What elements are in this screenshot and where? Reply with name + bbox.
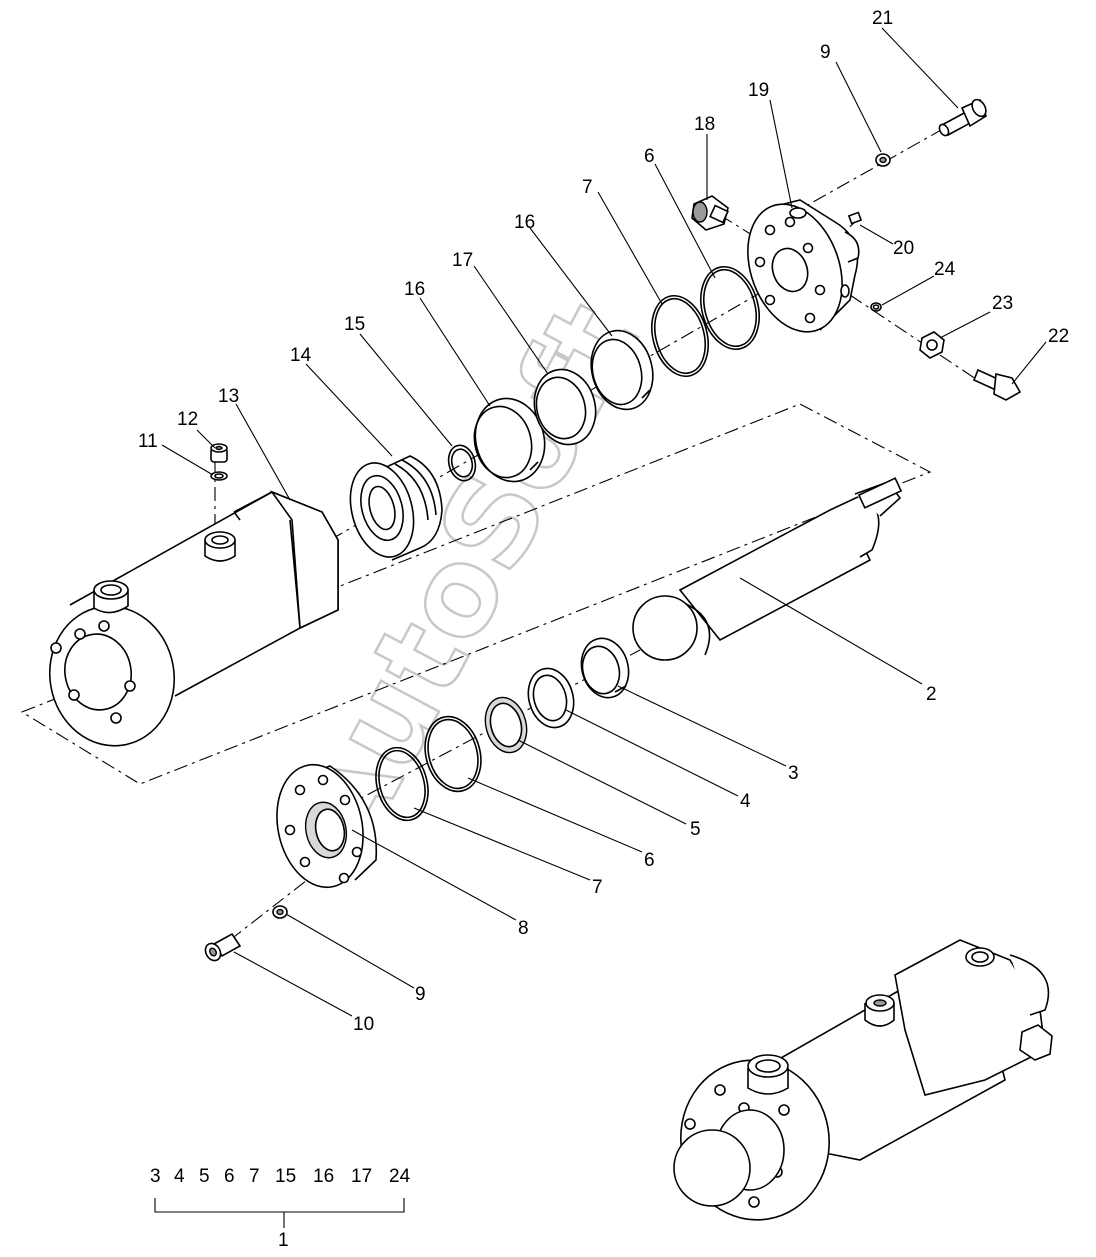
callout-6-upper: 6 bbox=[644, 146, 655, 167]
callout-3: 3 bbox=[788, 763, 799, 784]
cap-screw-10 bbox=[204, 932, 242, 962]
callout-21: 21 bbox=[872, 8, 893, 29]
callout-4: 4 bbox=[740, 791, 751, 812]
breather-plug bbox=[210, 443, 228, 463]
callout-10: 10 bbox=[353, 1014, 374, 1035]
callout-19: 19 bbox=[748, 80, 769, 101]
callout-11: 11 bbox=[138, 431, 158, 452]
kit-item-number: 17 bbox=[351, 1166, 372, 1187]
callout-8: 8 bbox=[518, 918, 529, 939]
callout-14: 14 bbox=[290, 345, 312, 366]
guide-ring-3 bbox=[580, 637, 630, 699]
kit-item-number: 5 bbox=[199, 1166, 210, 1187]
o-ring-7-upper bbox=[651, 294, 709, 378]
rear-cap bbox=[747, 199, 860, 333]
kit-item-number: 15 bbox=[275, 1166, 296, 1187]
backup-ring-6-upper bbox=[700, 265, 760, 351]
callout-5: 5 bbox=[690, 819, 701, 840]
cap-screw-21 bbox=[938, 98, 987, 137]
valve-fitting bbox=[691, 195, 729, 231]
kit-item-number: 16 bbox=[313, 1166, 334, 1187]
callout-9-lower: 9 bbox=[415, 984, 426, 1005]
callout-18: 18 bbox=[694, 114, 715, 135]
kit-item-number: 3 bbox=[150, 1166, 161, 1187]
o-ring-7-lower bbox=[375, 746, 429, 822]
leader-lines bbox=[161, 27, 1047, 1017]
callout-20: 20 bbox=[893, 238, 914, 259]
o-ring-15 bbox=[447, 444, 477, 482]
kit-item-number: 4 bbox=[174, 1166, 185, 1187]
cylinder-tube bbox=[48, 490, 339, 747]
washer-9-lower bbox=[272, 905, 288, 919]
rod-seal-5 bbox=[484, 696, 528, 754]
callout-24: 24 bbox=[934, 259, 956, 280]
piston bbox=[349, 455, 443, 561]
callout-12: 12 bbox=[177, 409, 198, 430]
kit-item-number: 24 bbox=[389, 1166, 411, 1187]
assembled-cylinder bbox=[673, 939, 1053, 1221]
backup-ring-6-lower bbox=[424, 715, 482, 793]
hex-nut-23 bbox=[919, 331, 945, 359]
callout-16-lower: 16 bbox=[404, 279, 425, 300]
callout-7-upper: 7 bbox=[582, 177, 593, 198]
callout-numbers: 21 9 19 18 6 7 16 17 16 15 14 13 12 11 2… bbox=[138, 8, 1069, 1035]
callout-22: 22 bbox=[1048, 326, 1069, 347]
guide-ring-16-upper bbox=[590, 329, 654, 411]
callout-13: 13 bbox=[218, 386, 239, 407]
callout-7-lower: 7 bbox=[592, 877, 603, 898]
washer-9-upper bbox=[875, 153, 891, 167]
piston-seal-17 bbox=[533, 368, 597, 446]
callout-17: 17 bbox=[452, 250, 473, 271]
wiper-4 bbox=[527, 667, 575, 729]
callout-9-upper: 9 bbox=[820, 42, 831, 63]
callout-16-upper: 16 bbox=[514, 212, 535, 233]
guide-ring-16-lower bbox=[473, 397, 546, 483]
kit-item-number: 6 bbox=[224, 1166, 235, 1187]
kit-total-number: 1 bbox=[278, 1230, 289, 1251]
callout-23: 23 bbox=[992, 293, 1013, 314]
kit-item-number: 7 bbox=[249, 1166, 260, 1187]
callout-15: 15 bbox=[344, 314, 365, 335]
bleed-screw-22 bbox=[972, 368, 1022, 401]
gland-head bbox=[276, 763, 378, 889]
pin-20 bbox=[847, 211, 863, 225]
callout-6-lower: 6 bbox=[644, 850, 655, 871]
plug-seal bbox=[210, 471, 228, 481]
callout-2: 2 bbox=[926, 684, 937, 705]
piston-rod bbox=[632, 477, 903, 661]
seal-24 bbox=[870, 302, 882, 312]
